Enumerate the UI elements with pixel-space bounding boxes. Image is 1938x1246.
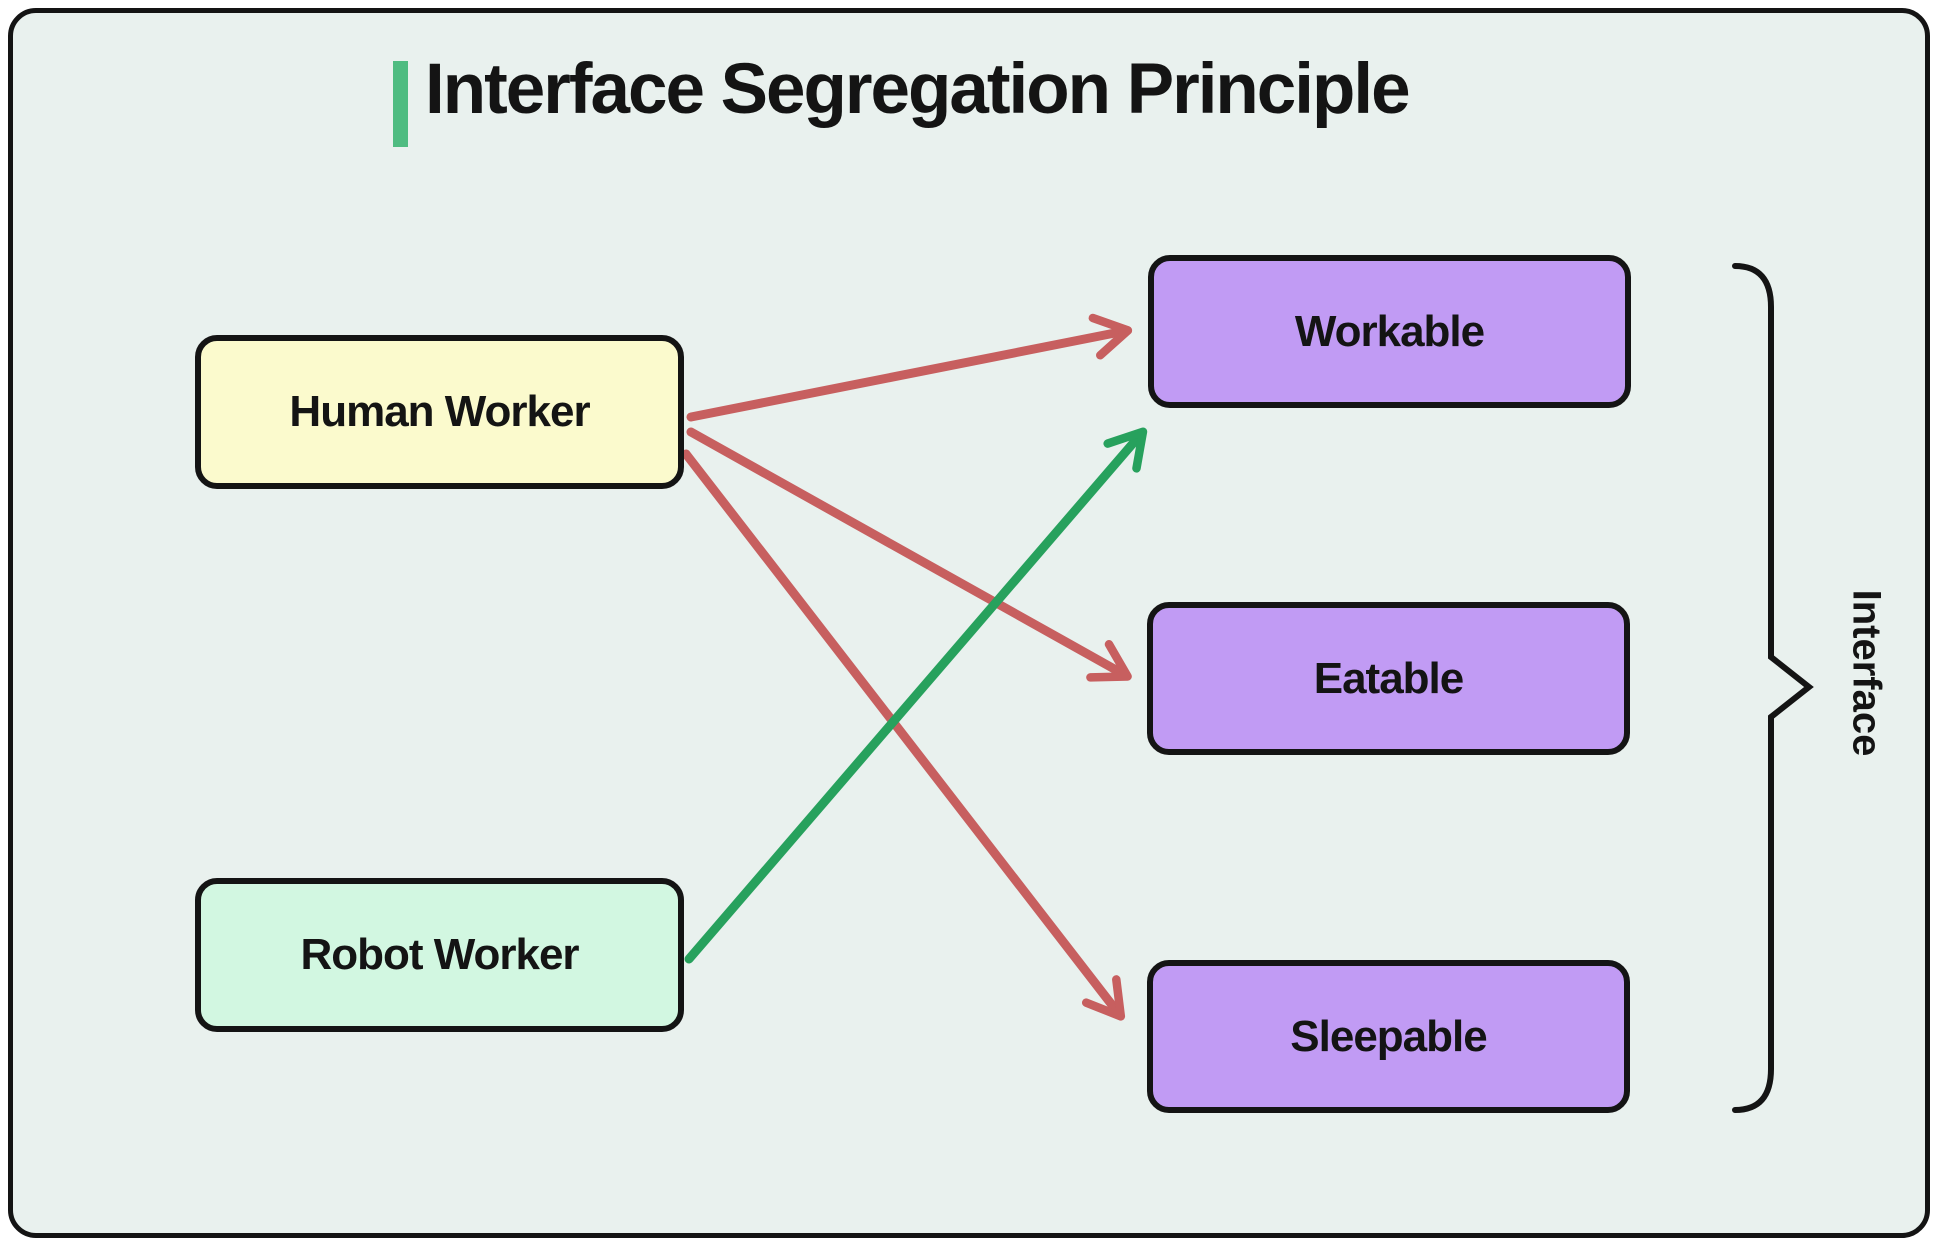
interface-group-brace (1732, 263, 1814, 1113)
diagram-canvas: Interface Segregation Principle Human Wo… (8, 8, 1930, 1238)
page-title: Interface Segregation Principle (425, 50, 1411, 129)
node-sleepable: Sleepable (1147, 960, 1630, 1113)
node-workable: Workable (1148, 255, 1631, 408)
title-accent-bar (393, 61, 408, 147)
edge-human-sleepable (681, 449, 1126, 1021)
edges-layer (681, 263, 1814, 1113)
node-robot-worker: Robot Worker (195, 878, 684, 1032)
node-sleepable-label: Sleepable (1290, 1011, 1487, 1061)
interface-group-label: Interface (1844, 589, 1889, 757)
node-human-worker-label: Human Worker (289, 387, 590, 436)
edge-robot-workable (684, 427, 1148, 964)
node-eatable-label: Eatable (1313, 653, 1465, 703)
node-workable-label: Workable (1294, 306, 1485, 356)
node-human-worker: Human Worker (195, 335, 684, 489)
edge-human-eatable (686, 427, 1132, 682)
node-eatable: Eatable (1147, 602, 1630, 755)
node-robot-worker-label: Robot Worker (300, 930, 579, 979)
edge-human-workable (686, 313, 1133, 422)
